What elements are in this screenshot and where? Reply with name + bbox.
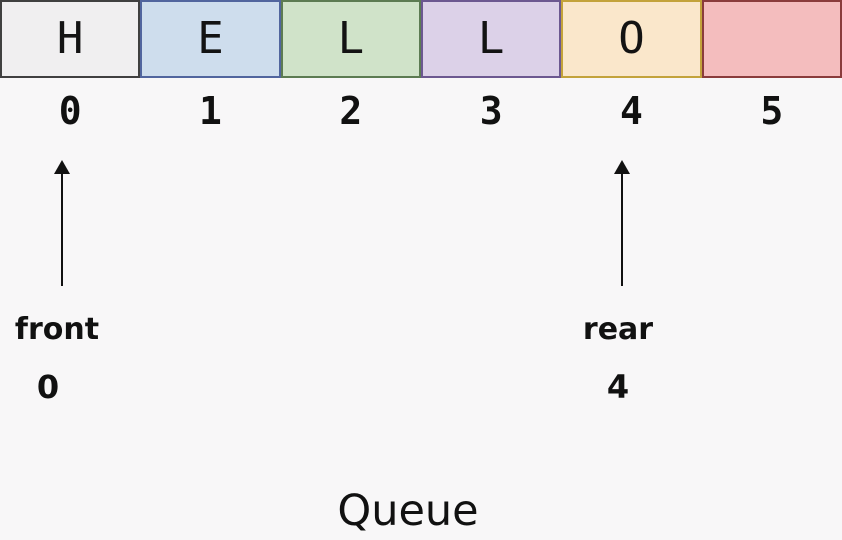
front-arrow-shaft [61, 171, 63, 286]
rear-pointer-value: 4 [606, 368, 630, 406]
rear-pointer-label: rear [582, 312, 654, 347]
front-arrowhead-icon [54, 160, 70, 174]
cell-letter-0: H [56, 13, 84, 64]
rear-pointer-arrow-icon [614, 160, 630, 286]
index-label-5: 5 [760, 89, 784, 133]
front-pointer-arrow-icon [54, 160, 70, 286]
queue-cell-0: H [0, 0, 141, 78]
index-label-0: 0 [58, 89, 82, 133]
queue-cell-4: O [561, 0, 702, 78]
cell-letter-3: L [477, 13, 505, 64]
index-label-2: 2 [339, 89, 363, 133]
queue-cell-2: L [280, 0, 421, 78]
cell-letter-4: O [618, 13, 645, 64]
rear-arrowhead-icon [614, 160, 630, 174]
queue-cell-3: L [420, 0, 562, 78]
diagram-title: Queue [337, 486, 479, 536]
queue-cells-row: H E L L O [0, 0, 842, 78]
index-label-3: 3 [479, 89, 503, 133]
index-label-1: 1 [199, 89, 222, 133]
index-label-4: 4 [620, 89, 643, 133]
cell-letter-2: L [337, 13, 365, 64]
front-pointer-label: front [14, 312, 100, 347]
queue-cell-1: E [140, 0, 281, 78]
queue-cell-5-empty [701, 0, 842, 78]
cell-letter-1: E [197, 13, 224, 64]
front-pointer-value: 0 [36, 368, 60, 406]
rear-arrow-shaft [621, 171, 623, 286]
index-row: 0 1 2 3 4 5 [0, 90, 842, 132]
